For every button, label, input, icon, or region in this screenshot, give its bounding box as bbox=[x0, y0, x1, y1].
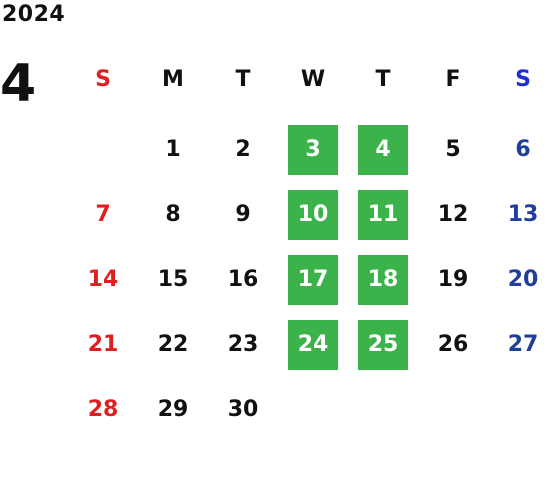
calendar-day-saturday[interactable]: 6 bbox=[515, 137, 531, 162]
calendar-day-saturday[interactable]: 27 bbox=[507, 332, 539, 357]
calendar-day-highlighted[interactable]: 17 bbox=[278, 247, 348, 312]
calendar-day-sunday[interactable]: 14 bbox=[87, 267, 119, 292]
calendar-day[interactable]: 5 bbox=[445, 137, 461, 162]
calendar-day-highlighted[interactable]: 18 bbox=[348, 247, 418, 312]
weekday-tuesday: T bbox=[235, 67, 251, 92]
weekday-monday: M bbox=[162, 67, 184, 92]
calendar-day-highlighted[interactable]: 11 bbox=[348, 182, 418, 247]
calendar-day[interactable]: 23 bbox=[227, 332, 259, 357]
weekday-wednesday: W bbox=[300, 67, 326, 92]
calendar-day[interactable]: 22 bbox=[157, 332, 189, 357]
calendar-grid: S M T W T F S 1 2 3 4 5 6 7 8 9 10 11 12… bbox=[68, 52, 548, 442]
year-label: 2024 bbox=[2, 2, 66, 27]
calendar-day[interactable]: 29 bbox=[157, 397, 189, 422]
calendar-day-saturday[interactable]: 20 bbox=[507, 267, 539, 292]
calendar-day-highlighted[interactable]: 4 bbox=[348, 117, 418, 182]
calendar-day[interactable]: 8 bbox=[165, 202, 181, 227]
calendar-day-sunday[interactable]: 7 bbox=[95, 202, 111, 227]
calendar-day[interactable]: 1 bbox=[165, 137, 181, 162]
weekday-saturday: S bbox=[515, 67, 531, 92]
calendar-day-sunday[interactable]: 28 bbox=[87, 397, 119, 422]
weekday-thursday: T bbox=[375, 67, 391, 92]
weekday-friday: F bbox=[445, 67, 461, 92]
calendar-day-highlighted[interactable]: 24 bbox=[278, 312, 348, 377]
calendar-day[interactable]: 15 bbox=[157, 267, 189, 292]
calendar-day[interactable]: 19 bbox=[437, 267, 469, 292]
calendar-day[interactable]: 12 bbox=[437, 202, 469, 227]
weekday-sunday: S bbox=[95, 67, 111, 92]
calendar-day[interactable]: 26 bbox=[437, 332, 469, 357]
calendar-day-highlighted[interactable]: 25 bbox=[348, 312, 418, 377]
calendar-day[interactable]: 2 bbox=[235, 137, 251, 162]
calendar-day[interactable]: 16 bbox=[227, 267, 259, 292]
calendar-day-saturday[interactable]: 13 bbox=[507, 202, 539, 227]
calendar-day[interactable]: 30 bbox=[227, 397, 259, 422]
calendar-day-highlighted[interactable]: 10 bbox=[278, 182, 348, 247]
month-label: 4 bbox=[0, 54, 37, 114]
calendar-day[interactable]: 9 bbox=[235, 202, 251, 227]
calendar-day-highlighted[interactable]: 3 bbox=[278, 117, 348, 182]
calendar-day-sunday[interactable]: 21 bbox=[87, 332, 119, 357]
